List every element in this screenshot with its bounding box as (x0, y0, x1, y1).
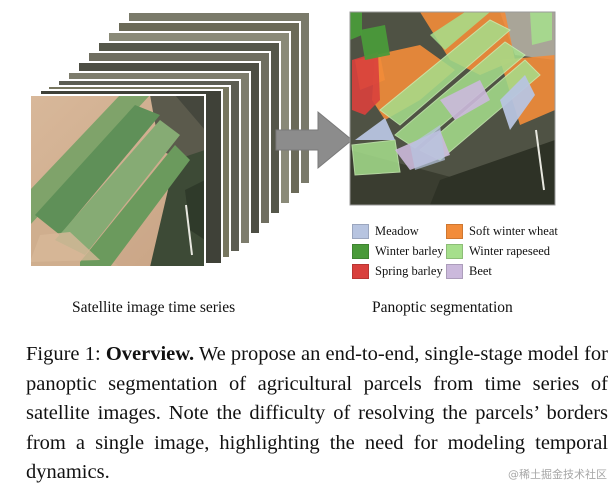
front-satellite-image (30, 95, 205, 267)
overview-figure (29, 11, 556, 268)
image-stack (29, 11, 311, 268)
legend-swatch (352, 244, 369, 259)
legend-swatch (446, 264, 463, 279)
legend-swatch (446, 224, 463, 239)
legend-label: Meadow (375, 224, 419, 238)
legend-swatch (352, 264, 369, 279)
legend-item: Winter rapeseed (446, 244, 550, 259)
segmentation-image (350, 12, 555, 205)
legend-item: Winter barley (352, 244, 444, 259)
legend: Meadow Soft winter wheat Winter barley W… (348, 222, 573, 282)
right-arrow-icon (275, 110, 353, 170)
left-subcaption: Satellite image time series (72, 299, 236, 316)
legend-item: Soft winter wheat (446, 224, 558, 239)
caption-title: Overview. (105, 343, 195, 365)
legend-item: Spring barley (352, 264, 443, 279)
legend-label: Soft winter wheat (469, 224, 558, 238)
caption-body: We propose an end-to-end, single-stage m… (26, 343, 609, 483)
legend-label: Spring barley (375, 264, 443, 278)
legend-item: Beet (446, 264, 492, 279)
figure-caption: Figure 1: Overview. We propose an end-to… (26, 340, 608, 488)
legend-swatch (352, 224, 369, 239)
legend-label: Winter rapeseed (469, 244, 551, 258)
caption-label: Figure 1: (26, 343, 101, 365)
legend-swatch (446, 244, 463, 259)
legend-item: Meadow (352, 224, 419, 239)
legend-label: Beet (469, 264, 492, 278)
right-subcaption: Panoptic segmentation (372, 299, 513, 316)
watermark: @稀土掘金技术社区 (508, 468, 607, 481)
legend-label: Winter barley (375, 244, 444, 258)
